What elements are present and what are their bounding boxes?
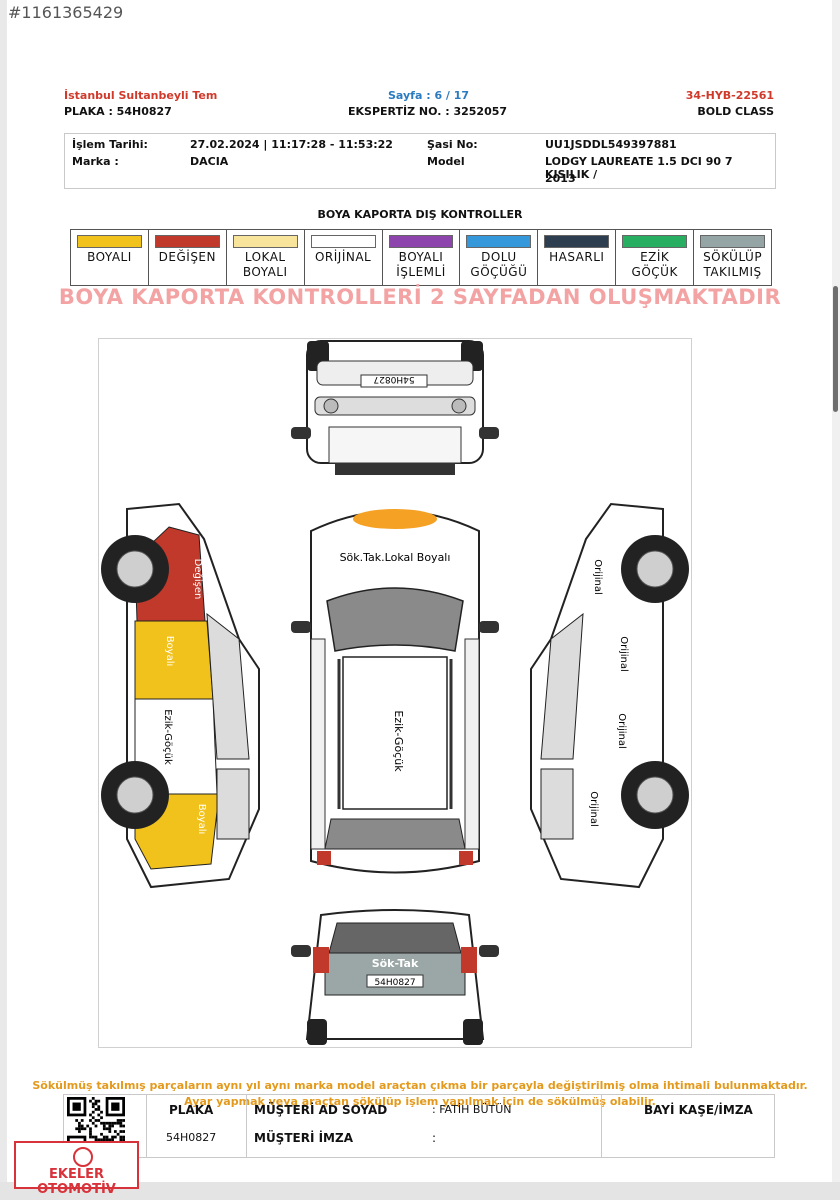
listing-id: #1161365429 (8, 3, 124, 22)
customer-signature-value: : (432, 1131, 437, 1145)
brand-logo-box: EKELER OTOMOTİV (14, 1141, 139, 1197)
model-value-line2: 2013 (545, 172, 576, 185)
section-title: BOYA KAPORTA DIŞ KONTROLLER (317, 208, 523, 221)
rear-view: Sök-Tak 54H0827 (291, 909, 499, 1045)
hood-lokal-mark (353, 509, 437, 529)
chassis-value: UU1JSDDL549397881 (545, 138, 677, 151)
roof-label: Ezik-Göçük (392, 710, 405, 772)
legend-label: BOYALI (87, 250, 132, 264)
legend-item: BOYALI (71, 230, 149, 285)
front-plate-text: 54H0827 (373, 374, 414, 384)
right-fender-label: Orijinal (592, 559, 603, 595)
model-value-line1: LODGY LAUREATE 1.5 DCI 90 7 KISILIK / (545, 155, 733, 181)
legend-swatch (310, 235, 376, 248)
rear-label: Sök-Tak (372, 957, 419, 970)
vehicle-info-box: İşlem Tarihi: 27.02.2024 | 11:17:28 - 11… (64, 133, 776, 189)
expertise-number: EKSPERTİZ NO. : 3252057 (348, 105, 508, 118)
left-quarter-label: Boyalı (196, 804, 207, 835)
legend-item: ORİJİNAL (305, 230, 383, 285)
legend-swatch (388, 235, 454, 248)
legend-swatch (700, 235, 766, 248)
pages-warning-banner: BOYA KAPORTA KONTROLLERİ 2 SAYFADAN OLUŞ… (58, 285, 782, 309)
legend-label: HASARLI (549, 250, 605, 264)
car-diagram-svg: 54H0827 Sök.Tak.Lokal Boyalı Ezik-Göçük (101, 340, 689, 1045)
front-view: 54H0827 (291, 340, 499, 475)
legend-swatch (544, 235, 610, 248)
location-text: İstanbul Sultanbeyli Tem (64, 89, 218, 102)
left-rear-door-label: Ezik-Göçük (162, 709, 173, 765)
legend-item: DEĞİŞEN (149, 230, 227, 285)
left-side-view: Değişen Boyalı Ezik-Göçük Boyalı (101, 502, 260, 889)
plate-text: PLAKA : 54H0827 (64, 105, 172, 118)
right-quarter-label: Orijinal (588, 791, 599, 827)
legend-swatch (77, 235, 142, 248)
legend-item: HASARLI (538, 230, 617, 285)
notice-line-2: Ayar yapmak veya araçtan sökülüp işlem y… (184, 1095, 656, 1108)
scrollbar-track[interactable] (832, 0, 840, 1200)
legend-label: DEĞİŞEN (158, 250, 216, 264)
scrollbar-thumb[interactable] (833, 286, 838, 412)
legend-swatch (466, 235, 532, 248)
brand-value: DACIA (190, 155, 229, 168)
notice-line-1: Sökülmüş takılmış parçaların aynı yıl ay… (32, 1079, 808, 1092)
legend-swatch (154, 235, 220, 248)
brand-label: Marka : (72, 155, 119, 168)
right-side-view: Orijinal Orijinal Orijinal Orijinal (530, 502, 689, 889)
legend-label: ORİJİNAL (314, 250, 372, 264)
legend-swatch (622, 235, 688, 248)
left-front-door-label: Boyalı (164, 636, 175, 667)
customer-signature-label: MÜŞTERİ İMZA (254, 1131, 353, 1145)
chassis-label: Şasi No: (427, 138, 478, 151)
customer-name-value: : FATİH BÜTÜN (432, 1103, 512, 1116)
plate-column-value: 54H0827 (166, 1131, 217, 1144)
brand-logo-icon (73, 1147, 93, 1167)
viewer-bottom-border (0, 1182, 840, 1200)
top-view: Sök.Tak.Lokal Boyalı Ezik-Göçük (291, 509, 499, 874)
page-indicator: Sayfa : 6 / 17 (388, 89, 470, 102)
rear-plate-text: 54H0827 (374, 978, 415, 988)
dealer-stamp-label: BAYİ KAŞE/İMZA (644, 1103, 753, 1117)
report-code: 34-HYB-22561 (685, 89, 774, 102)
brand-name: EKELER OTOMOTİV (37, 1167, 116, 1197)
viewer-left-border (0, 0, 7, 1200)
hood-label: Sök.Tak.Lokal Boyalı (340, 551, 451, 564)
date-value: 27.02.2024 | 11:17:28 - 11:53:22 (190, 138, 393, 151)
signature-table: PLAKA 54H0827 MÜŞTERİ AD SOYAD : FATİH B… (63, 1094, 775, 1158)
right-front-door-label: Orijinal (618, 636, 629, 672)
package-name: BOLD CLASS (697, 105, 774, 118)
legend-swatch (232, 235, 298, 248)
left-fender-label: Değişen (192, 559, 204, 600)
right-rear-door-label: Orijinal (616, 713, 627, 749)
model-label: Model (427, 155, 465, 168)
plate-column-label: PLAKA (169, 1103, 214, 1117)
car-damage-diagram: 54H0827 Sök.Tak.Lokal Boyalı Ezik-Göçük (98, 338, 692, 1048)
date-label: İşlem Tarihi: (72, 138, 148, 151)
customer-name-label: MÜŞTERİ AD SOYAD (254, 1103, 388, 1117)
